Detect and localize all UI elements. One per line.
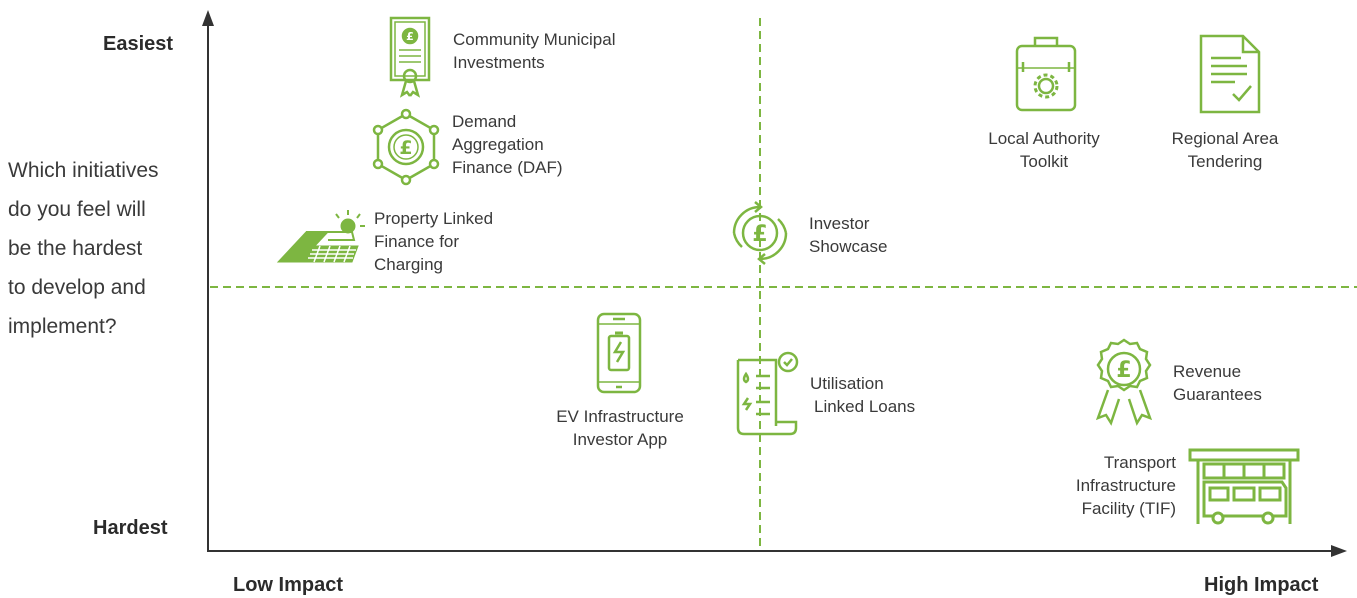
document-check-icon	[1197, 34, 1263, 114]
receipt-icon	[730, 350, 800, 436]
label-investor-showcase: Investor Showcase	[809, 214, 888, 256]
label-regional-area: Regional Area Tendering	[1171, 129, 1279, 171]
bus-stop-icon	[1188, 446, 1300, 526]
svg-text:£: £	[1116, 358, 1131, 383]
y-axis-top-label: Easiest	[103, 33, 174, 55]
x-axis-left-label: Low Impact	[233, 574, 344, 596]
rosette-pound-icon: £	[1092, 338, 1156, 428]
y-axis-bottom-label: Hardest	[93, 517, 168, 539]
label-local-authority: Local Authority Toolkit	[988, 129, 1100, 171]
label-property-linked: Property Linked Finance for Charging	[374, 209, 494, 274]
label-community-municipal: Community Municipal Investments	[453, 30, 616, 72]
label-ev-app: EV Infrastructure Investor App	[556, 407, 684, 449]
svg-text:£: £	[399, 137, 412, 159]
x-axis-right-label: High Impact	[1204, 574, 1319, 596]
certificate-icon: £	[385, 16, 435, 98]
label-revenue: Revenue Guarantees	[1173, 362, 1262, 404]
label-tif: Transport Infrastructure Facility (TIF)	[1075, 453, 1176, 518]
question-text: Which initiatives do you feel will be th…	[8, 159, 159, 338]
svg-text:£: £	[752, 222, 767, 247]
network-pound-icon: £	[370, 108, 442, 186]
solar-roof-icon	[276, 208, 368, 266]
svg-text:£: £	[406, 30, 414, 43]
pound-cycle-icon: £	[722, 194, 798, 272]
label-utilisation: Utilisation Linked Loans	[810, 374, 916, 416]
toolbox-icon	[1013, 34, 1079, 114]
label-daf: Demand Aggregation Finance (DAF)	[452, 112, 563, 177]
phone-battery-icon	[596, 312, 642, 394]
